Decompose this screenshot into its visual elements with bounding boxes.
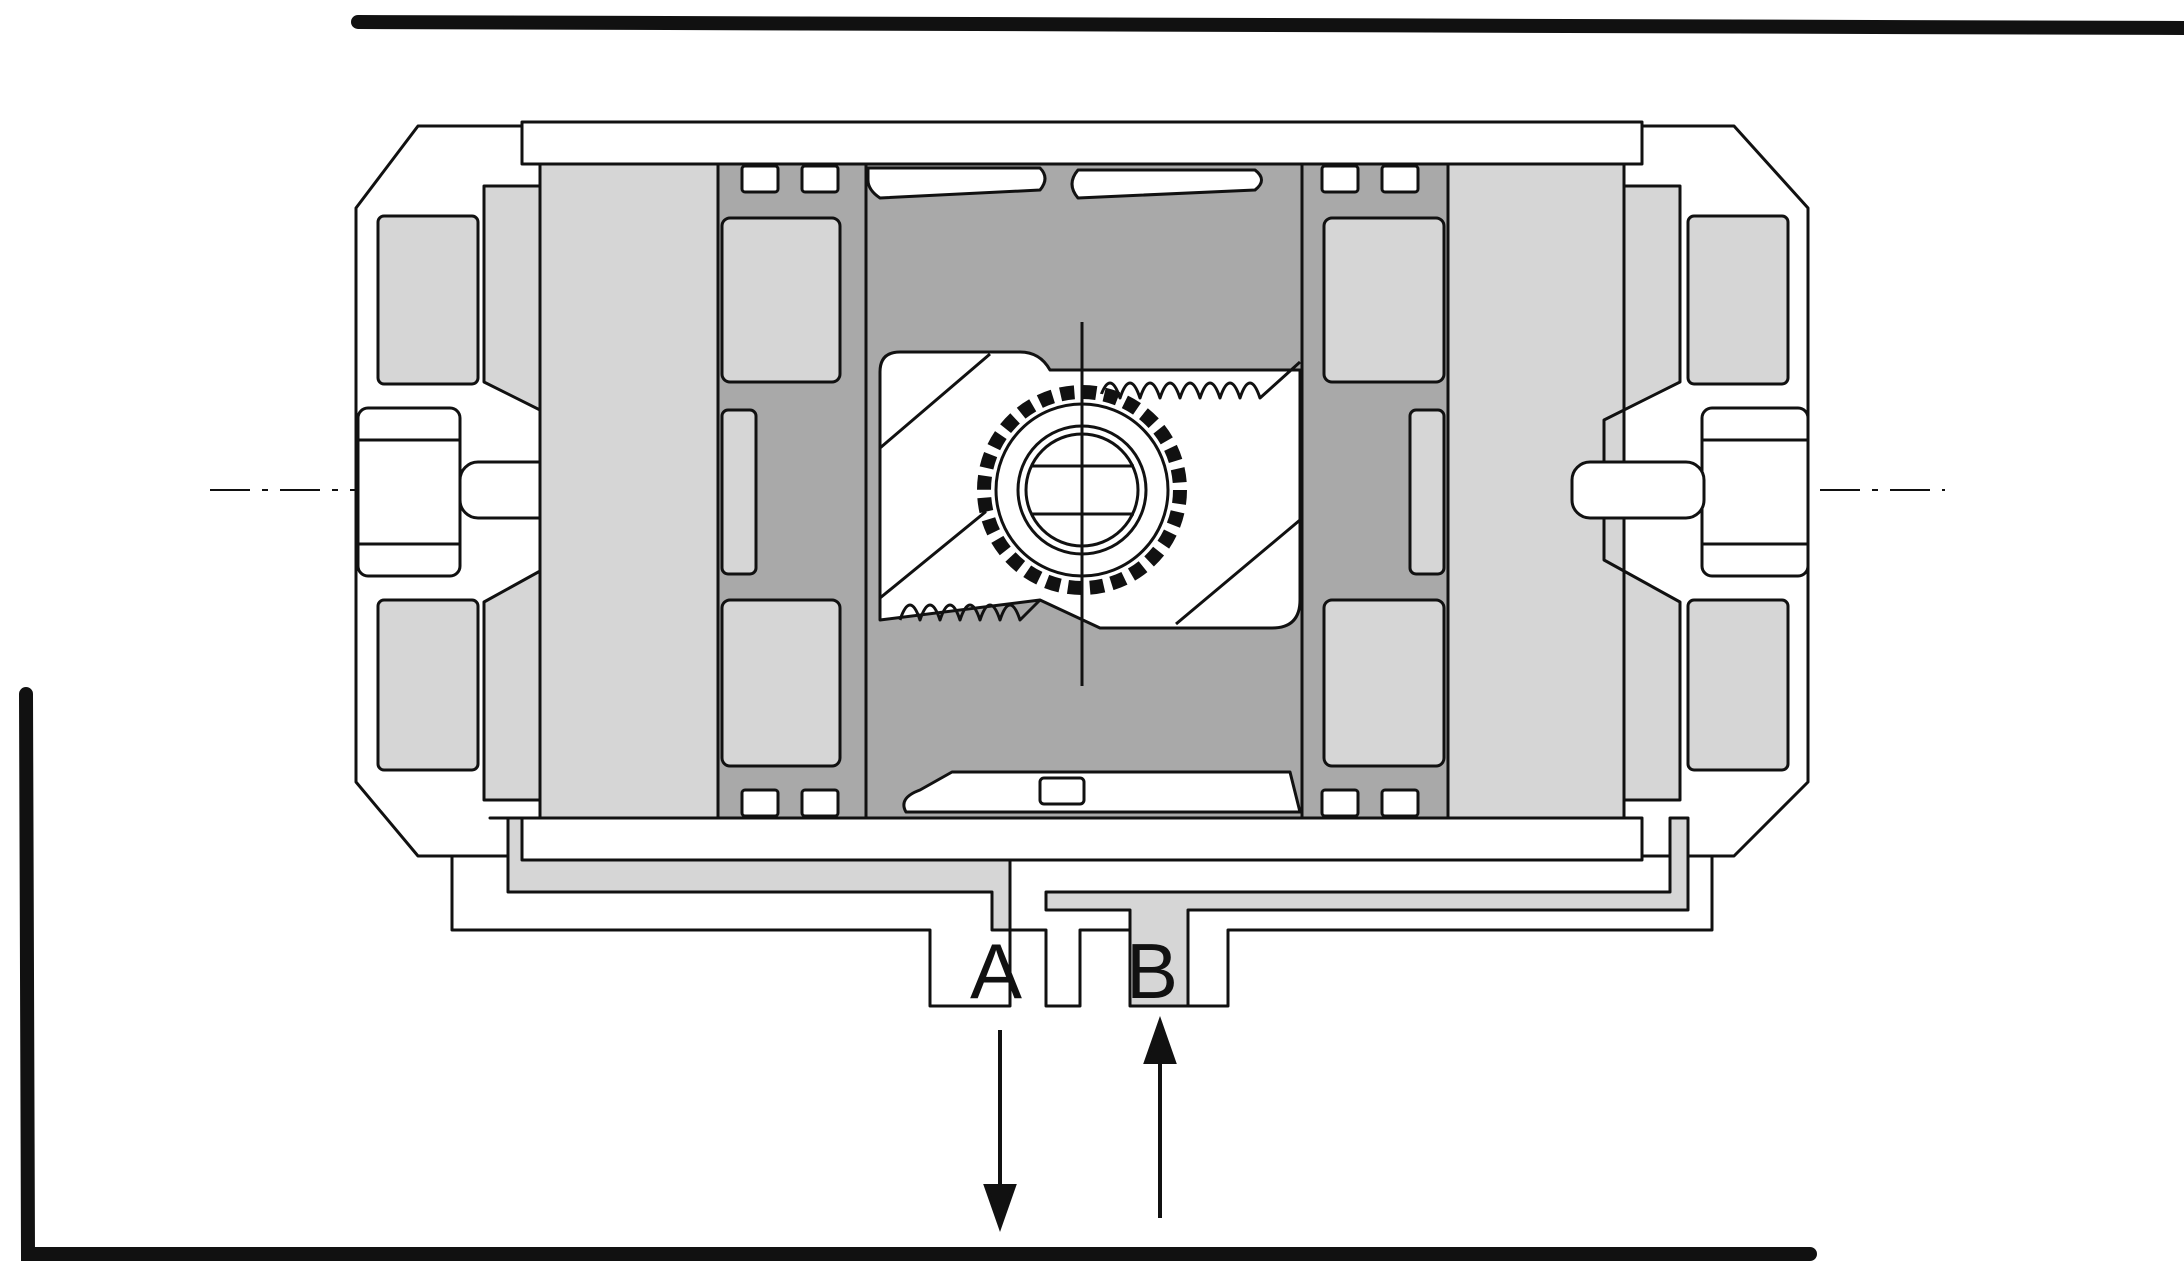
frame-lines	[19, 15, 2184, 1261]
top-rail	[520, 120, 1644, 166]
right-cap-block-bottom	[1686, 598, 1790, 772]
actuator-body	[354, 120, 1810, 1008]
right-rack-pad-bottom	[1322, 598, 1446, 768]
left-slot-3	[740, 788, 780, 818]
pinion-gear	[977, 322, 1187, 686]
left-rack-pad-mid	[720, 408, 758, 576]
right-bolt	[1700, 406, 1810, 578]
left-rack-pad-bottom	[720, 598, 842, 768]
port-b-arrow-head	[1143, 1015, 1177, 1064]
left-cap-block-bottom	[376, 598, 480, 772]
right-slot-2	[1380, 164, 1420, 194]
upper-rack-teeth	[1098, 360, 1302, 400]
bottom-rail	[520, 816, 1644, 862]
left-bolt	[356, 406, 462, 578]
right-cap-block-top	[1686, 214, 1790, 386]
right-cap-frame	[1602, 184, 1682, 802]
left-slot-4	[800, 788, 840, 818]
left-slot-1	[740, 164, 780, 194]
right-rack-pad-top	[1322, 216, 1446, 384]
left-slot-2	[800, 164, 840, 194]
right-bolt-stem	[1570, 460, 1706, 520]
top-channel-right	[1070, 168, 1263, 200]
top-channel	[866, 166, 1047, 200]
lower-rack-teeth	[898, 598, 1042, 622]
port-a-arrow-head	[983, 1184, 1017, 1233]
hatch-left-1	[879, 352, 991, 450]
port-a-label: A	[970, 927, 1022, 1015]
right-slot-4	[1380, 788, 1420, 818]
flow-arrows	[983, 1015, 1177, 1233]
left-rack-pad-top	[720, 216, 842, 384]
right-rack-pad-mid	[1408, 408, 1446, 576]
left-piston	[538, 162, 720, 820]
right-slot-3	[1320, 788, 1360, 818]
frame-left-bottom-line	[19, 687, 1817, 1261]
manifold-channel-right	[1044, 816, 1690, 1008]
hatch-right-1	[1175, 518, 1301, 626]
right-slot-1	[1320, 164, 1360, 194]
hatch-left-2	[879, 498, 1001, 600]
frame-top-line	[351, 15, 2184, 35]
bottom-lug	[1038, 776, 1086, 806]
bottom-channel	[902, 770, 1302, 814]
left-cap-block-top	[376, 214, 480, 386]
port-b-label: B	[1126, 927, 1178, 1015]
